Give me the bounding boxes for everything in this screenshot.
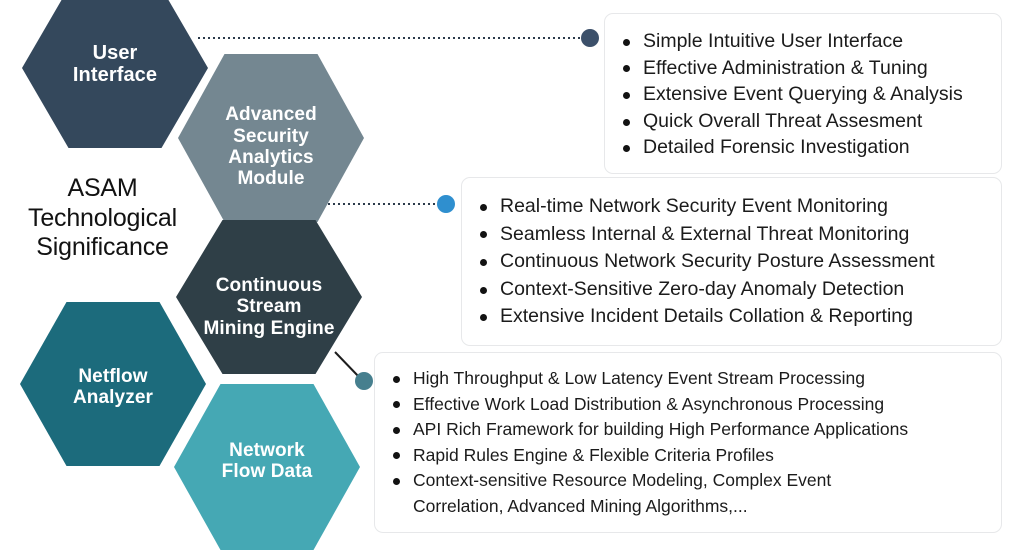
list-item: Seamless Internal & External Threat Moni… [476, 221, 985, 249]
list-item: Continuous Network Security Posture Asse… [476, 248, 985, 276]
connector-dot-csme [355, 372, 373, 390]
list-item-text: Effective Administration & Tuning [643, 56, 928, 79]
connector-dot-user-interface [581, 29, 599, 47]
connector-line-csme [334, 351, 361, 379]
hexagon-network-flow-data[interactable]: Network Flow Data [174, 384, 360, 550]
list-item-text: Extensive Incident Details Collation & R… [500, 305, 913, 328]
feature-list-asam-module: Real-time Network Security Event Monitor… [476, 193, 985, 331]
hexagon-label-continuous-stream-mining-engine: Continuous Stream Mining Engine [203, 275, 335, 339]
hexagon-advanced-security-analytics-module[interactable]: Advanced Security Analytics Module [178, 54, 364, 222]
bullet-icon [393, 426, 400, 434]
feature-list-csme: High Throughput & Low Latency Event Stre… [389, 366, 985, 520]
panel-user-interface-features: Simple Intuitive User Interface Effectiv… [604, 13, 1002, 174]
list-item: Effective Administration & Tuning [619, 55, 985, 82]
list-item-text: Detailed Forensic Investigation [643, 136, 910, 159]
bullet-icon [480, 286, 487, 294]
list-item: Extensive Event Querying & Analysis [619, 81, 985, 108]
list-item: High Throughput & Low Latency Event Stre… [389, 366, 985, 392]
list-item: Effective Work Load Distribution & Async… [389, 392, 985, 418]
bullet-icon [393, 452, 400, 460]
bullet-icon [480, 231, 487, 239]
list-item-text: Context-Sensitive Zero-day Anomaly Detec… [500, 277, 905, 300]
hexagon-label-user-interface: User Interface [72, 41, 158, 86]
hexagon-netflow-analyzer[interactable]: Netflow Analyzer [20, 302, 206, 466]
hexagon-label-network-flow-data: Network Flow Data [221, 439, 313, 482]
list-item: Context-sensitive Resource Modeling, Com… [389, 468, 985, 519]
bullet-icon [393, 375, 400, 383]
bullet-icon [393, 478, 400, 485]
list-item: Quick Overall Threat Assesment [619, 108, 985, 135]
list-item-text: Rapid Rules Engine & Flexible Criteria P… [413, 444, 774, 465]
hexagon-user-interface[interactable]: User Interface [22, 0, 208, 148]
list-item-text: Seamless Internal & External Threat Moni… [500, 222, 910, 245]
bullet-icon [480, 258, 487, 266]
list-item: API Rich Framework for building High Per… [389, 417, 985, 443]
list-item-text: High Throughput & Low Latency Event Stre… [413, 368, 866, 388]
bullet-icon [623, 65, 630, 73]
bullet-icon [623, 91, 630, 99]
list-item-text: Continuous Network Security Posture Asse… [500, 250, 935, 273]
hexagon-label-netflow-analyzer: Netflow Analyzer [72, 365, 153, 408]
list-item-text: API Rich Framework for building High Per… [413, 419, 909, 440]
list-item-text: Real-time Network Security Event Monitor… [500, 195, 888, 217]
list-item-text: Context-sensitive Resource Modeling, Com… [413, 470, 832, 516]
panel-advanced-security-analytics-module-features: Real-time Network Security Event Monitor… [461, 177, 1002, 346]
list-item: Context-Sensitive Zero-day Anomaly Detec… [476, 276, 985, 304]
list-item: Real-time Network Security Event Monitor… [476, 193, 985, 221]
diagram-title: ASAM Technological Significance [28, 174, 177, 261]
list-item-text: Effective Work Load Distribution & Async… [413, 393, 885, 414]
bullet-icon [623, 38, 630, 46]
hexagon-label-advanced-security-analytics-module: Advanced Security Analytics Module [225, 104, 317, 190]
connector-dot-asam-module [437, 195, 455, 213]
list-item: Detailed Forensic Investigation [619, 134, 985, 161]
list-item: Rapid Rules Engine & Flexible Criteria P… [389, 443, 985, 469]
bullet-icon [480, 203, 487, 211]
list-item-text: Extensive Event Querying & Analysis [643, 83, 963, 106]
feature-list-user-interface: Simple Intuitive User Interface Effectiv… [619, 28, 985, 161]
bullet-icon [623, 145, 630, 153]
bullet-icon [623, 118, 630, 126]
list-item: Simple Intuitive User Interface [619, 28, 985, 55]
bullet-icon [480, 314, 487, 322]
bullet-icon [393, 401, 400, 409]
list-item-text: Simple Intuitive User Interface [643, 30, 904, 52]
panel-continuous-stream-mining-engine-features: High Throughput & Low Latency Event Stre… [374, 352, 1002, 533]
list-item-text: Quick Overall Threat Assesment [643, 109, 923, 132]
list-item: Extensive Incident Details Collation & R… [476, 303, 985, 331]
